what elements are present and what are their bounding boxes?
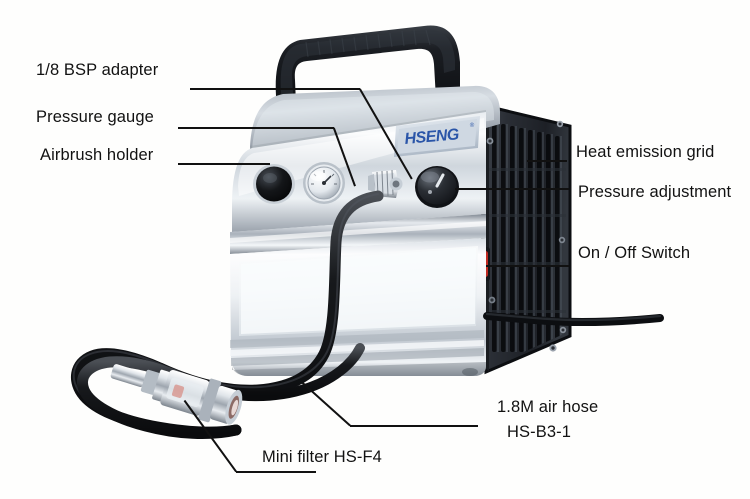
label-heat-emission-grid: Heat emission grid <box>576 143 715 161</box>
leader-pressure-adjustment <box>455 188 569 190</box>
label-bsp-adapter: 1/8 BSP adapter <box>36 61 159 79</box>
hseng-logo-text: HSENG <box>404 126 460 148</box>
label-air-hose-line2: HS-B3-1 <box>507 423 571 441</box>
power-cord <box>483 312 664 327</box>
leader-air-hose <box>350 425 478 427</box>
leader-bsp-adapter <box>190 88 360 90</box>
leader-mini-filter <box>236 471 316 473</box>
compressor-lower-body <box>230 238 486 376</box>
label-airbrush-holder: Airbrush holder <box>40 146 154 164</box>
label-on-off-switch: On / Off Switch <box>578 244 691 262</box>
leader-airbrush-holder <box>178 163 270 165</box>
leader-on-off-switch <box>486 265 569 267</box>
panel-screws <box>486 120 567 352</box>
label-air-hose-line1: 1.8M air hose <box>497 398 599 416</box>
label-pressure-gauge: Pressure gauge <box>36 108 154 126</box>
label-mini-filter: Mini filter HS-F4 <box>262 448 382 466</box>
svg-text:®: ® <box>470 122 476 129</box>
leader-heat-emission-grid <box>527 160 567 162</box>
pressure-gauge-dial <box>303 162 345 204</box>
pressure-adjustment-knob[interactable] <box>415 166 459 208</box>
airbrush-holder-socket <box>253 164 295 204</box>
label-pressure-adjustment: Pressure adjustment <box>578 183 732 201</box>
heat-emission-grid-panel <box>477 104 572 375</box>
hseng-logo-badge: HSENG ® <box>394 116 480 157</box>
leader-pressure-gauge <box>178 127 334 129</box>
mini-filter-body <box>110 364 243 425</box>
